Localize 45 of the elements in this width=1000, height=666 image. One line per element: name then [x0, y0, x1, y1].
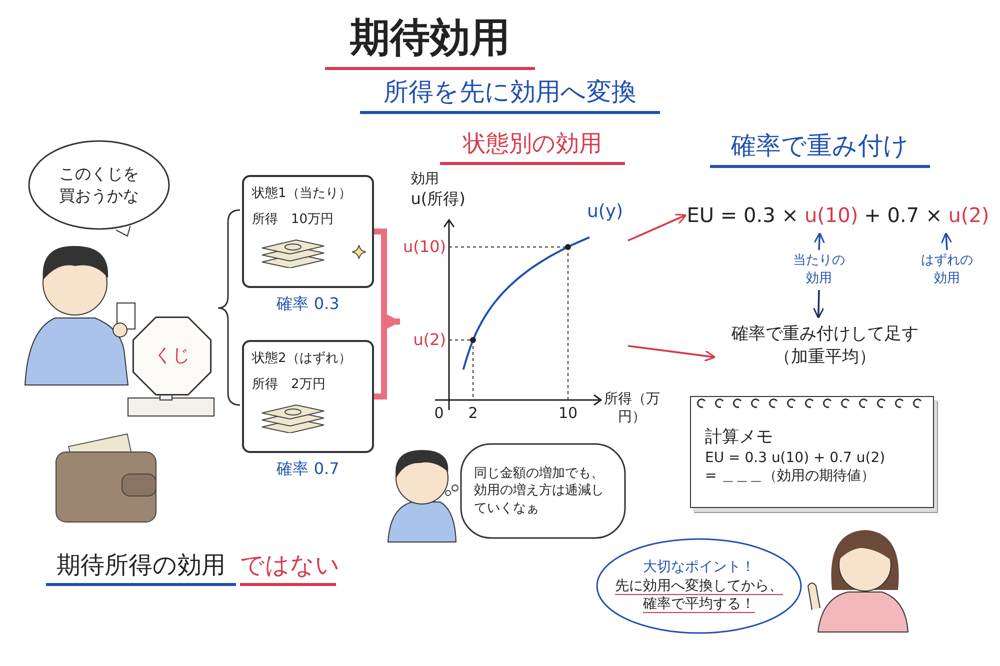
title: 期待効用 — [325, 10, 535, 70]
annotation-text: 当たりの効用 — [792, 252, 846, 288]
machine-label: くじ — [153, 344, 191, 368]
arrow — [628, 214, 687, 242]
note-text: 期待所得の効用 — [46, 550, 236, 586]
arrow — [628, 345, 716, 362]
arrow — [814, 232, 826, 250]
section-heading: 確率で重み付け — [710, 130, 930, 168]
point-heading: 大切なポイント！ — [643, 558, 755, 577]
probability-label: 確率 0.3 — [276, 294, 340, 315]
axis-title: 所得（万円） — [603, 390, 661, 426]
tick-label: u(10) — [402, 237, 446, 258]
probability-label: 確率 0.7 — [276, 459, 340, 480]
formula-text: + 0.7 × — [864, 202, 942, 228]
income-text: 所得 10万円 — [252, 210, 334, 228]
subtitle: 所得を先に効用へ変換 — [360, 76, 660, 114]
curve-label: u(y) — [586, 200, 624, 224]
state-card — [242, 175, 374, 288]
section-heading: 状態別の効用 — [440, 130, 625, 165]
arrow — [812, 290, 824, 319]
tick-label: u(2) — [412, 330, 446, 351]
thought-text: 同じ金額の増加でも、効用の増え方は逓減していくなぁ — [474, 464, 605, 518]
note-text: ではない — [240, 550, 336, 586]
explanation-text: （加重平均） — [774, 346, 876, 369]
tick-label: 0 — [433, 404, 445, 424]
axis-title: u(所得) — [410, 189, 466, 210]
axis-title: 効用 — [410, 170, 440, 188]
memo-formula: EU = 0.3 u(10) + 0.7 u(2) — [705, 448, 886, 468]
formula-term: u(2) — [948, 202, 990, 228]
memo-formula: = ＿＿＿（効用の期待値） — [705, 467, 876, 486]
speech-text: このくじを買おうかな — [58, 163, 140, 207]
arrow — [940, 232, 952, 250]
state-heading: 状態2（はずれ） — [252, 350, 352, 368]
tick-label: 10 — [557, 404, 579, 424]
state-card — [242, 340, 374, 453]
tick-label: 2 — [467, 404, 479, 424]
annotation-text: はずれの効用 — [920, 252, 974, 288]
memo-title: 計算メモ — [705, 426, 773, 449]
point-text: 先に効用へ変換してから、確率で平均する！ — [614, 576, 784, 614]
state-heading: 状態1（当たり） — [252, 185, 352, 203]
formula-text: EU = 0.3 × — [686, 202, 798, 228]
block-arrow — [374, 313, 400, 400]
formula-term: u(10) — [804, 202, 858, 228]
explanation-text: 確率で重み付けして足す — [732, 323, 918, 346]
income-text: 所得 2万円 — [252, 376, 326, 394]
